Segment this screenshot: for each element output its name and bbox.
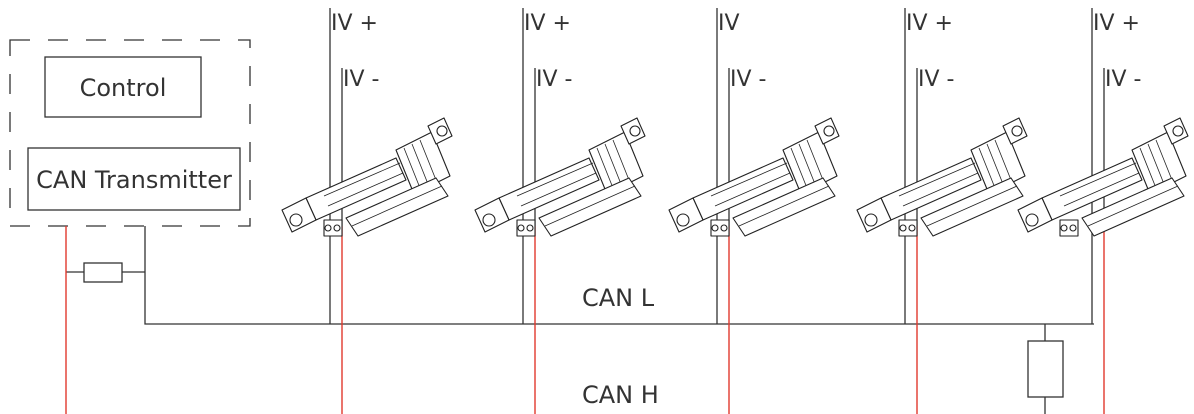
power-minus-label: IV -	[536, 67, 572, 92]
can-transmitter-label: CAN Transmitter	[36, 166, 232, 194]
actuator-5: IV + IV -	[1017, 8, 1189, 414]
power-plus-label: IV +	[1093, 11, 1140, 36]
power-plus-label: IV +	[906, 11, 953, 36]
power-minus-label: IV -	[1105, 67, 1141, 92]
can-l-bus-line	[144, 226, 1094, 325]
power-plus-label: IV	[718, 11, 740, 36]
linear-actuator-icon	[856, 117, 1028, 237]
linear-actuator-icon	[474, 117, 646, 237]
termination-resistor-right	[1027, 340, 1064, 398]
control-label: Control	[80, 74, 167, 102]
linear-actuator-icon	[1017, 117, 1189, 237]
linear-actuator-icon	[668, 117, 840, 237]
power-minus-label: IV -	[343, 67, 379, 92]
control-box	[44, 56, 202, 118]
actuator-1: IV + IV -	[281, 8, 453, 414]
power-minus-label: IV -	[918, 67, 954, 92]
actuator-3: IV IV -	[668, 8, 840, 414]
actuator-4: IV + IV -	[856, 8, 1028, 414]
can-h-label: CAN H	[582, 381, 659, 409]
power-minus-label: IV -	[730, 67, 766, 92]
linear-actuator-icon	[281, 117, 453, 237]
controller-enclosure	[9, 39, 251, 227]
can-transmitter-box	[27, 147, 241, 211]
power-plus-label: IV +	[524, 11, 571, 36]
can-l-label: CAN L	[582, 284, 655, 312]
power-plus-label: IV +	[331, 11, 378, 36]
actuator-2: IV + IV -	[474, 8, 646, 414]
termination-resistor-left	[83, 262, 123, 283]
